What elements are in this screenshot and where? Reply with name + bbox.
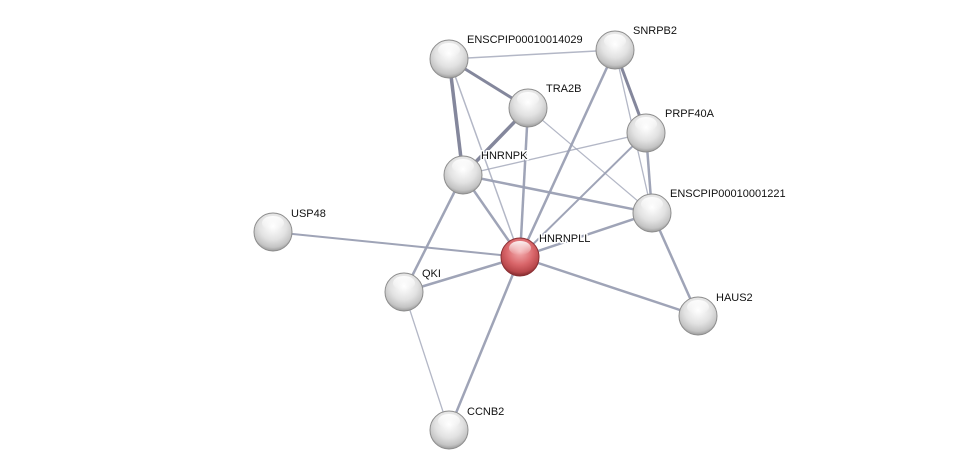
edge-usp48-hnrnpll[interactable] bbox=[272, 231, 521, 258]
node-highlight bbox=[438, 414, 460, 428]
node-usp48[interactable]: USP48 bbox=[253, 207, 327, 252]
node-label: ENSCPIP00010001221 bbox=[670, 188, 786, 200]
edge-hnrnpk-qki[interactable] bbox=[402, 174, 465, 293]
node-highlight bbox=[517, 92, 539, 106]
edge-snrpb2-hnrnpll[interactable] bbox=[518, 49, 617, 258]
node-enscpip00010014029[interactable]: ENSCPIP00010014029 bbox=[429, 33, 584, 79]
node-highlight bbox=[438, 43, 460, 57]
edge-qki-hnrnpll[interactable] bbox=[403, 255, 521, 294]
node-highlight bbox=[393, 276, 415, 290]
node-snrpb2[interactable]: SNRPB2 bbox=[595, 24, 679, 70]
node-haus2[interactable]: HAUS2 bbox=[678, 291, 754, 336]
node-label: HNRNPLL bbox=[539, 233, 590, 245]
node-highlight bbox=[604, 34, 626, 48]
edge-hnrnpll-ccnb2[interactable] bbox=[447, 256, 522, 431]
edge-hnrnpk-enscpip00010001221[interactable] bbox=[462, 173, 653, 215]
node-label: CCNB2 bbox=[467, 406, 504, 418]
edge-qki-ccnb2[interactable] bbox=[403, 291, 450, 431]
node-label: SNRPB2 bbox=[633, 25, 677, 37]
node-hnrnpk[interactable]: HNRNPK bbox=[443, 149, 530, 195]
edge-enscpip00010001221-hnrnpll[interactable] bbox=[519, 211, 653, 259]
node-prpf40a[interactable]: PRPF40A bbox=[626, 107, 716, 153]
node-highlight bbox=[687, 300, 709, 314]
node-highlight bbox=[635, 117, 657, 131]
node-label: PRPF40A bbox=[665, 108, 715, 120]
node-highlight bbox=[509, 241, 531, 255]
edge-enscpip00010014029-hnrnpll[interactable] bbox=[448, 58, 521, 258]
node-hnrnpll[interactable]: HNRNPLL bbox=[500, 232, 592, 277]
node-enscpip00010001221[interactable]: ENSCPIP00010001221 bbox=[632, 187, 787, 233]
node-highlight bbox=[641, 197, 663, 211]
edge-prpf40a-hnrnpll[interactable] bbox=[519, 132, 647, 258]
edge-tra2b-hnrnpll[interactable] bbox=[518, 107, 530, 258]
node-label: TRA2B bbox=[546, 83, 581, 95]
node-label: USP48 bbox=[291, 208, 326, 220]
edge-enscpip00010014029-snrpb2[interactable] bbox=[448, 49, 616, 60]
edge-hnrnpll-haus2[interactable] bbox=[519, 255, 699, 318]
node-label: HNRNPK bbox=[481, 150, 528, 162]
edge-tra2b-enscpip00010001221[interactable] bbox=[527, 107, 653, 214]
edge-prpf40a-hnrnpk[interactable] bbox=[462, 132, 647, 176]
node-qki[interactable]: QKI bbox=[384, 267, 442, 312]
node-label: ENSCPIP00010014029 bbox=[467, 34, 583, 46]
node-highlight bbox=[452, 159, 474, 173]
node-label: HAUS2 bbox=[716, 292, 753, 304]
node-ccnb2[interactable]: CCNB2 bbox=[429, 405, 506, 450]
node-tra2b[interactable]: TRA2B bbox=[508, 82, 583, 128]
node-highlight bbox=[262, 216, 284, 230]
node-label: QKI bbox=[422, 268, 441, 280]
